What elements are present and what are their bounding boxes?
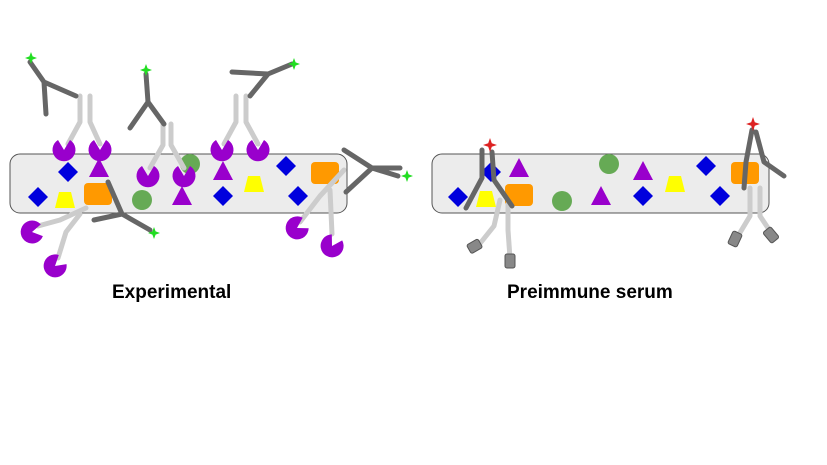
experimental-label: Experimental	[112, 282, 232, 303]
star-icon	[140, 64, 152, 76]
primary-antibody	[52, 93, 112, 162]
primary-antibody	[466, 197, 516, 269]
secondary-antibody	[463, 138, 515, 211]
tag-block-icon	[762, 226, 780, 244]
secondary-antibody	[741, 117, 787, 191]
preimmune-panel	[431, 117, 787, 269]
pacman-antigen	[281, 213, 312, 244]
primary-antibody	[210, 93, 270, 162]
pacman-antigen	[316, 231, 347, 262]
primary-antibody	[281, 167, 347, 262]
secondary-antibody	[25, 52, 79, 117]
star-icon	[483, 138, 497, 152]
pacman-antigen	[38, 250, 71, 283]
preimmune-serum-label: Preimmune serum	[507, 282, 673, 303]
star-icon	[25, 52, 37, 64]
secondary-antibody	[341, 147, 413, 195]
circle-antigen	[552, 191, 572, 211]
star-icon	[288, 58, 300, 70]
secondary-antibody	[127, 64, 167, 131]
secondary-antibody	[91, 179, 160, 239]
primary-antibody	[136, 121, 196, 188]
circle-antigen	[599, 154, 619, 174]
primary-antibody	[727, 185, 780, 248]
experimental-panel	[9, 52, 413, 283]
star-icon	[746, 117, 760, 131]
tag-block-icon	[466, 238, 483, 254]
star-icon	[401, 170, 413, 182]
primary-antibody	[18, 205, 89, 283]
circle-antigen	[132, 190, 152, 210]
tag-block-icon	[727, 230, 743, 248]
secondary-antibody	[229, 58, 300, 99]
tag-block-icon	[504, 253, 516, 269]
